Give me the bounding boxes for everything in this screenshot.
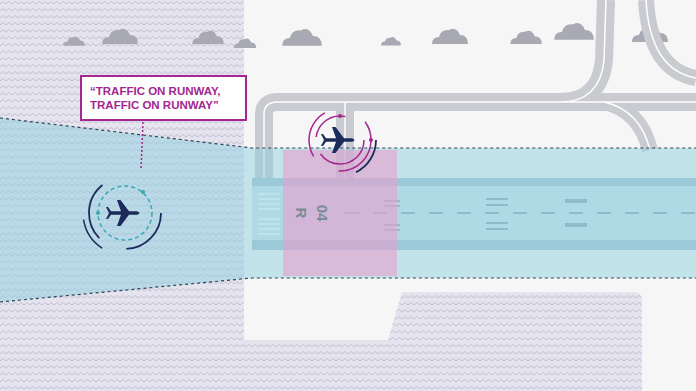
zone-boundary — [0, 118, 696, 302]
art-circle — [316, 116, 364, 164]
art-use — [234, 38, 257, 48]
art-use — [102, 29, 138, 44]
callout-box: “TRAFFIC ON RUNWAY, TRAFFIC ON RUNWAY” — [80, 75, 247, 121]
approach-zone — [0, 118, 696, 302]
art-use — [282, 29, 322, 46]
runway-aircraft — [304, 104, 376, 176]
art-use — [432, 29, 468, 44]
art-circle — [304, 104, 376, 176]
art-use — [106, 200, 140, 226]
art-circle — [98, 186, 152, 240]
art-circle — [141, 190, 145, 194]
approach-aircraft — [83, 171, 167, 255]
art-path — [604, 102, 650, 150]
art-use — [321, 127, 355, 153]
art-use — [192, 31, 224, 44]
art-circle — [369, 138, 373, 142]
conflict-zone — [283, 150, 397, 276]
runway-designator: R — [293, 208, 310, 219]
art-circle — [83, 171, 167, 255]
art-use — [381, 37, 401, 45]
art-circle — [338, 114, 342, 118]
art-circle — [89, 177, 161, 249]
callout-leader — [141, 122, 143, 170]
art-use — [510, 31, 542, 44]
art-use — [63, 37, 85, 46]
art-circle — [309, 109, 371, 171]
runway-designator: 04 — [314, 205, 331, 222]
art-circle — [96, 211, 100, 215]
art-use — [554, 23, 594, 40]
clouds — [63, 23, 668, 48]
callout-text: “TRAFFIC ON RUNWAY, TRAFFIC ON RUNWAY” — [90, 84, 237, 112]
